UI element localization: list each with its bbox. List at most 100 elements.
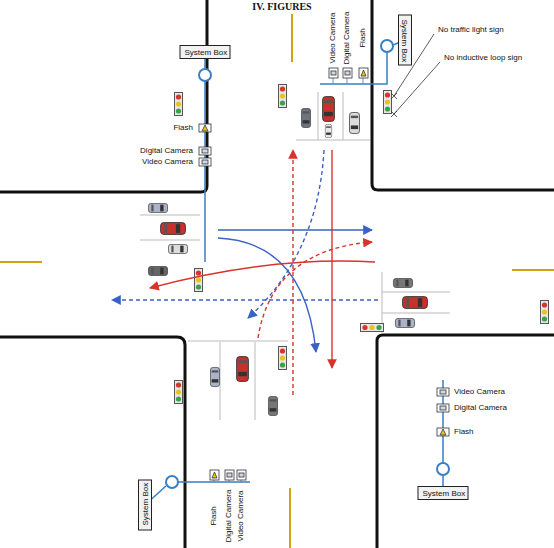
- road-curbs: [372, 0, 554, 190]
- system-box-connectors: [199, 69, 211, 81]
- center-lines: [289, 488, 291, 548]
- camera-units: [199, 124, 211, 132]
- movement-arrows: [150, 261, 375, 288]
- device-label: Flash: [210, 505, 218, 527]
- camera-units: [359, 68, 368, 78]
- camera-units: [343, 68, 352, 78]
- box-label: System Box: [423, 490, 466, 498]
- movement-arrows: [258, 242, 372, 338]
- system-box: System Box: [180, 45, 231, 59]
- device-label: Digital Camera: [453, 404, 508, 412]
- vehicles: [323, 97, 335, 122]
- camera-units: [440, 390, 446, 394]
- box-label: System Box: [400, 20, 408, 63]
- system-box: System Box: [138, 480, 152, 531]
- vehicles: [148, 97, 427, 416]
- camera-wiring: [145, 482, 250, 505]
- camera-units: [239, 473, 244, 477]
- center-lines: [0, 261, 42, 263]
- system-box-connectors: [166, 476, 178, 488]
- figure-title: IV. FIGURES: [250, 1, 313, 12]
- device-label: Video Camera: [141, 158, 194, 166]
- camera-units: [333, 78, 363, 84]
- vehicles: [168, 244, 187, 253]
- vehicles: [325, 124, 331, 137]
- road-curbs: [377, 335, 554, 548]
- device-label: Digital Camera: [139, 147, 194, 155]
- road-curbs: [0, 337, 185, 548]
- traffic-lights: [175, 93, 183, 116]
- callout-leaders: [394, 62, 440, 114]
- camera-units: [202, 160, 208, 164]
- traffic-lights: [175, 85, 549, 404]
- system-box: System Box: [398, 15, 412, 66]
- vehicles: [161, 223, 186, 235]
- camera-units: [361, 70, 366, 76]
- camera-units: [199, 158, 211, 166]
- camera-units: [237, 470, 246, 480]
- movement-arrows: [218, 238, 316, 352]
- camera-units: [227, 473, 232, 477]
- camera-units: [202, 149, 208, 153]
- device-label: Flash: [359, 27, 367, 49]
- device-label: Video Camera: [237, 490, 245, 543]
- traffic-lights: [279, 347, 287, 370]
- vehicles: [403, 297, 428, 309]
- traffic-lights: [384, 91, 392, 114]
- camera-units: [440, 429, 446, 435]
- device-label: Video Camera: [329, 12, 337, 65]
- callout-note: No inductive loop sign: [443, 54, 523, 62]
- camera-units: [331, 71, 336, 75]
- camera-units: [345, 71, 350, 75]
- callout-leaders: [391, 111, 397, 117]
- box-label: System Box: [142, 483, 150, 526]
- camera-units: [199, 68, 449, 482]
- system-box-connectors: [437, 463, 449, 475]
- lane-markings: [296, 92, 370, 140]
- traffic-lights: [541, 301, 549, 324]
- movement-arrows: [112, 150, 378, 395]
- camera-units: [210, 470, 219, 480]
- vehicles: [148, 203, 167, 212]
- lane-markings: [188, 341, 288, 420]
- camera-units: [199, 147, 211, 155]
- vehicles: [148, 266, 167, 275]
- camera-units: [212, 472, 217, 478]
- camera-wiring: [442, 380, 444, 493]
- camera-units: [437, 388, 449, 396]
- movement-arrows: [331, 150, 332, 368]
- center-lines: [291, 14, 293, 62]
- road-curbs: [0, 0, 207, 192]
- camera-units: [437, 428, 449, 436]
- device-label: Digital Camera: [225, 489, 233, 544]
- box-label: System Box: [185, 49, 228, 57]
- movement-arrows: [218, 229, 372, 230]
- camera-units: [440, 406, 446, 410]
- vehicles: [349, 112, 359, 133]
- center-lines: [512, 269, 554, 271]
- device-label: Flash: [453, 428, 475, 436]
- camera-wiring: [145, 40, 443, 505]
- movement-arrows: [248, 150, 324, 318]
- camera-units: [437, 404, 449, 412]
- camera-units: [202, 125, 208, 131]
- traffic-lights: [279, 85, 287, 108]
- callout-leaders: [391, 93, 397, 99]
- system-box-connectors: [381, 40, 393, 52]
- vehicles: [393, 278, 412, 287]
- system-box-connectors: [166, 40, 449, 488]
- vehicles: [301, 108, 310, 127]
- movement-arrows: [292, 150, 293, 395]
- lane-markings: [382, 272, 450, 333]
- device-label: Flash: [172, 124, 194, 132]
- vehicles: [268, 396, 277, 415]
- vehicles: [395, 318, 414, 327]
- device-label: Digital Camera: [343, 11, 351, 66]
- callout-note: No traffic light sign: [437, 26, 505, 34]
- center-lines: [0, 14, 554, 548]
- device-label: Video Camera: [453, 388, 506, 396]
